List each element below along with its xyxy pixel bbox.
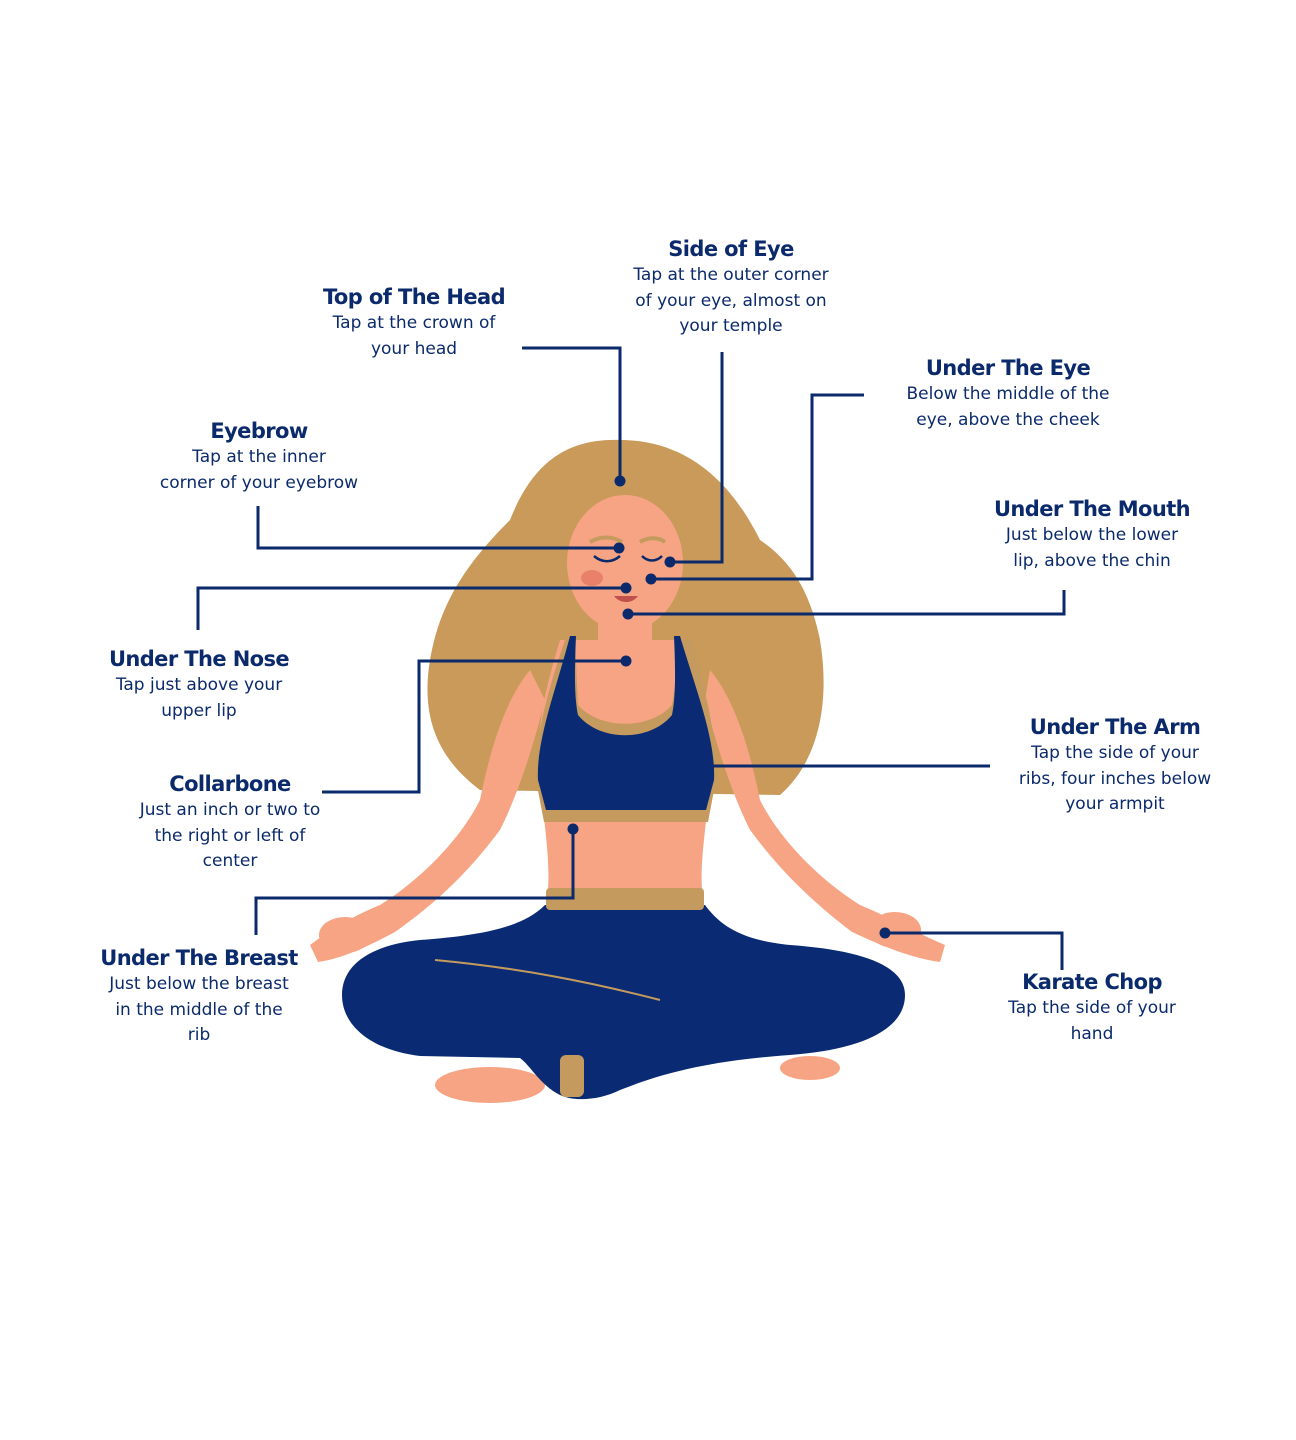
- eyebrow-left: [588, 535, 624, 544]
- label-side-of-eye: Side of Eye Tap at the outer corner of y…: [616, 236, 846, 340]
- eye-left: [593, 555, 621, 563]
- label-title: Under The Arm: [1029, 715, 1201, 739]
- label-description: Below the middle of the eye, above the c…: [906, 384, 1110, 430]
- label-under-breast: Under The Breast Just below the breast i…: [86, 945, 312, 1049]
- eyebrow-right: [638, 536, 667, 544]
- meditating-woman-illustration: [310, 439, 945, 1103]
- label-under-eye: Under The Eye Below the middle of the ey…: [880, 355, 1136, 433]
- connector-under-nose: [196, 586, 626, 630]
- dot-eyebrow: [613, 542, 625, 554]
- left-foot: [435, 1067, 545, 1103]
- label-title: Collarbone: [169, 772, 291, 796]
- hair-front: [570, 453, 693, 555]
- dot-top-of-head: [614, 475, 626, 487]
- connector-collarbone: [322, 659, 626, 794]
- mouth: [614, 596, 638, 602]
- label-description: Just below the lower lip, above the chin: [1005, 525, 1179, 571]
- label-title: Under The Mouth: [993, 497, 1191, 521]
- label-under-nose: Under The Nose Tap just above your upper…: [92, 646, 306, 724]
- label-title: Under The Breast: [100, 946, 298, 970]
- eye-right: [641, 555, 663, 562]
- sports-bra: [537, 636, 715, 810]
- dot-side-of-eye: [664, 556, 676, 568]
- connector-karate-chop: [885, 931, 1064, 970]
- label-description: Tap the side of your ribs, four inches b…: [1018, 743, 1212, 814]
- connector-under-mouth: [628, 590, 1066, 616]
- label-description: Just below the breast in the middle of t…: [109, 974, 289, 1045]
- dot-under-eye: [645, 573, 657, 585]
- label-description: Tap the side of your hand: [1008, 998, 1176, 1044]
- label-description: Tap just above your upper lip: [115, 675, 283, 721]
- pants-seam: [434, 959, 661, 1001]
- ankle-cuff: [560, 1055, 584, 1097]
- label-karate-chop: Karate Chop Tap the side of your hand: [984, 969, 1200, 1047]
- right-arm: [705, 670, 945, 962]
- tap-point-dots: [567, 475, 891, 939]
- label-title: Under The Nose: [108, 647, 290, 671]
- connector-eyebrow: [256, 506, 619, 550]
- left-hand: [319, 917, 371, 953]
- face: [567, 495, 683, 631]
- connector-top-of-head: [522, 346, 622, 481]
- label-title: Under The Eye: [925, 356, 1091, 380]
- label-description: Just an inch or two to the right or left…: [139, 800, 321, 871]
- label-top-of-head: Top of The Head Tap at the crown of your…: [300, 284, 528, 362]
- connector-lines: [196, 346, 1066, 970]
- dot-karate-chop: [879, 927, 891, 939]
- dot-under-nose: [620, 582, 632, 594]
- right-foot: [780, 1056, 840, 1080]
- dot-under-mouth: [622, 608, 634, 620]
- label-title: Top of The Head: [322, 285, 506, 309]
- connector-under-breast: [254, 829, 575, 935]
- label-title: Karate Chop: [1022, 970, 1162, 994]
- label-under-mouth: Under The Mouth Just below the lower lip…: [980, 496, 1204, 574]
- pants: [342, 905, 905, 1100]
- label-title: Side of Eye: [668, 237, 794, 261]
- label-eyebrow: Eyebrow Tap at the inner corner of your …: [140, 418, 378, 496]
- dot-under-breast: [567, 823, 579, 835]
- label-title: Eyebrow: [210, 419, 308, 443]
- label-description: Tap at the inner corner of your eyebrow: [159, 447, 359, 493]
- label-description: Tap at the outer corner of your eye, alm…: [633, 265, 829, 336]
- waistband: [546, 888, 704, 910]
- label-under-arm: Under The Arm Tap the side of your ribs,…: [1002, 714, 1228, 818]
- connector-under-eye: [651, 393, 864, 581]
- cheek-left: [581, 570, 603, 586]
- dot-collarbone: [620, 655, 632, 667]
- right-hand: [869, 912, 921, 948]
- label-description: Tap at the crown of your head: [332, 313, 496, 359]
- connector-side-of-eye: [670, 352, 724, 564]
- label-collarbone: Collarbone Just an inch or two to the ri…: [118, 771, 342, 875]
